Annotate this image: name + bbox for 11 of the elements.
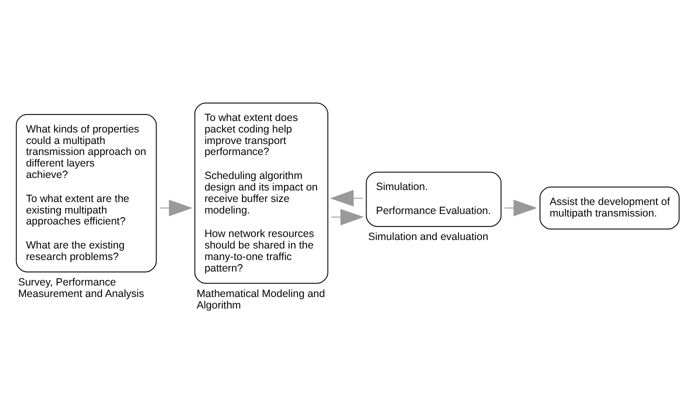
node-label: Survey, Performance Measurement and Analysis — [18, 276, 144, 300]
arrow — [330, 189, 364, 206]
node-label: Mathematical Modeling and Algorithm — [196, 287, 325, 311]
arrow — [504, 199, 538, 216]
arrow — [330, 208, 364, 225]
node-box: Assist the development of multipath transmission. — [540, 186, 680, 229]
node-box: To what extent does packet coding help improve transport performance? Scheduling algorithm design and its impact on receive buffer size modeling. How network resources should be shared in the many-to-one traffic pattern? — [194, 102, 328, 284]
node-label: Simulation and evaluation — [368, 230, 488, 243]
arrow — [159, 199, 193, 216]
node-box: What kinds of properties could a multipath transmission approach on different layers achieve? To what extent are the existing multipath approaches efficient? What are the existing research problems? — [16, 113, 157, 272]
node-box: Simulation. Performance Evaluation. — [366, 171, 502, 226]
